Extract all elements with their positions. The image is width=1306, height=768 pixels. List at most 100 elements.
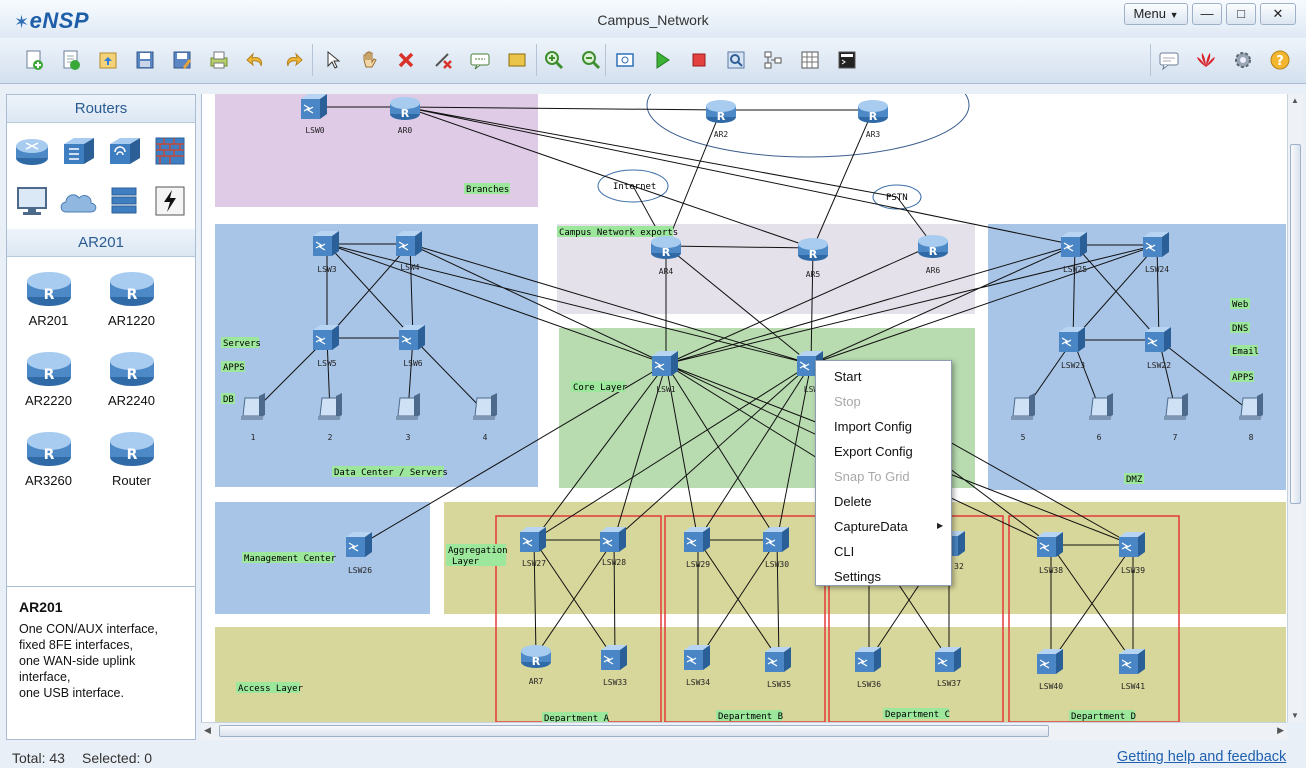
fit-view-button[interactable] — [611, 46, 639, 74]
node-lsw34[interactable]: LSW34 — [683, 644, 711, 687]
settings-button[interactable] — [1229, 46, 1257, 74]
print-button[interactable] — [205, 46, 233, 74]
node-pc5[interactable]: 5 — [1010, 392, 1036, 442]
node-lsw40[interactable]: LSW40 — [1036, 648, 1064, 691]
node-lsw5[interactable]: LSW5 — [312, 324, 340, 368]
node-lsw4[interactable]: LSW4 — [395, 230, 423, 272]
category-server[interactable] — [101, 179, 147, 223]
node-lsw24[interactable]: LSW24 — [1142, 231, 1170, 274]
topology-canvas[interactable]: R — [201, 94, 1287, 722]
redo-button[interactable] — [279, 46, 307, 74]
node-pc8[interactable]: 8 — [1238, 392, 1264, 442]
routers-section-header[interactable]: Routers — [7, 95, 195, 123]
node-lsw38[interactable]: LSW38 — [1036, 531, 1064, 575]
category-cloud[interactable] — [55, 179, 101, 223]
draw-rectangle-button[interactable] — [503, 46, 531, 74]
node-lsw22[interactable]: LSW22 — [1144, 326, 1172, 370]
node-lsw1[interactable]: LSW1 — [651, 350, 679, 394]
node-lsw0[interactable]: LSW0 — [300, 94, 328, 135]
node-ar0[interactable]: AR0 — [390, 97, 420, 135]
menu-item-cli[interactable]: CLI — [834, 544, 855, 559]
node-pc4[interactable]: 4 — [472, 392, 498, 442]
category-link[interactable] — [147, 179, 193, 223]
node-ar3[interactable]: AR3 — [858, 100, 888, 139]
category-router[interactable] — [9, 129, 55, 173]
start-all-button[interactable] — [648, 46, 676, 74]
horizontal-scrollbar[interactable]: ◀ ▶ — [201, 722, 1287, 740]
category-switch[interactable] — [55, 129, 101, 173]
node-lsw28[interactable]: LSW28 — [599, 526, 627, 567]
node-ar2[interactable]: AR2 — [706, 100, 736, 139]
scroll-left-icon[interactable]: ◀ — [204, 725, 211, 735]
menu-item-start[interactable]: Start — [834, 369, 862, 384]
category-pc[interactable] — [9, 179, 55, 223]
node-lsw30[interactable]: LSW30 — [762, 526, 790, 569]
node-pc1[interactable]: 1 — [240, 392, 266, 442]
capture-button[interactable] — [722, 46, 750, 74]
node-lsw29[interactable]: LSW29 — [683, 526, 711, 569]
huawei-button[interactable] — [1192, 46, 1220, 74]
node-pc6[interactable]: 6 — [1088, 392, 1114, 442]
category-firewall[interactable] — [147, 129, 193, 173]
stop-all-button[interactable] — [685, 46, 713, 74]
save-as-button[interactable] — [168, 46, 196, 74]
node-lsw6[interactable]: LSW6 — [398, 324, 426, 368]
open-button[interactable] — [94, 46, 122, 74]
minimize-button[interactable]: — — [1192, 3, 1222, 25]
vertical-scroll-thumb[interactable] — [1290, 144, 1301, 504]
menu-item-import-config[interactable]: Import Config — [834, 419, 913, 434]
zoom-out-button[interactable] — [577, 46, 605, 74]
menu-item-export-config[interactable]: Export Config — [834, 444, 913, 459]
new-topology-button[interactable] — [20, 46, 48, 74]
scroll-down-icon[interactable]: ▼ — [1291, 711, 1299, 720]
help-feedback-link[interactable]: Getting help and feedback — [1117, 749, 1287, 765]
menu-item-snap-to-grid[interactable]: Snap To Grid — [834, 469, 910, 484]
node-lsw27[interactable]: LSW27 — [519, 526, 547, 568]
node-ar4[interactable]: AR4 — [651, 236, 681, 276]
undo-button[interactable] — [242, 46, 270, 74]
node-lsw33[interactable]: LSW33 — [600, 644, 628, 687]
node-lsw3[interactable]: LSW3 — [312, 230, 340, 274]
node-lsw36[interactable]: LSW36 — [854, 646, 882, 689]
menu-item-capture-data[interactable]: CaptureData — [834, 519, 908, 534]
vertical-scrollbar[interactable]: ▲ ▼ — [1287, 94, 1303, 722]
text-annotation-button[interactable] — [466, 46, 494, 74]
help-button[interactable]: ? — [1266, 46, 1294, 74]
terminal-button[interactable] — [833, 46, 861, 74]
node-lsw41[interactable]: LSW41 — [1118, 648, 1146, 691]
node-lsw2[interactable]: LSW — [796, 350, 824, 394]
node-ar7[interactable]: AR7 — [521, 645, 551, 686]
pan-button[interactable] — [355, 46, 383, 74]
node-ar6[interactable]: AR6 — [918, 235, 948, 275]
grid-button[interactable] — [796, 46, 824, 74]
topology-button[interactable] — [759, 46, 787, 74]
zoom-in-button[interactable] — [540, 46, 568, 74]
chat-button[interactable] — [1155, 46, 1183, 74]
node-lsw26[interactable]: LSW26 — [345, 531, 373, 575]
menu-item-stop[interactable]: Stop — [834, 394, 861, 409]
node-pc7[interactable]: 7 — [1163, 392, 1189, 442]
node-lsw37[interactable]: LSW37 — [934, 646, 962, 688]
node-pc2[interactable]: 2 — [317, 392, 343, 442]
scroll-up-icon[interactable]: ▲ — [1291, 96, 1299, 105]
menu-item-delete[interactable]: Delete — [834, 494, 872, 509]
node-lsw25[interactable]: LSW25 — [1060, 231, 1088, 274]
node-pc3[interactable]: 3 — [395, 392, 421, 442]
node-lsw32[interactable]: 32 — [938, 530, 966, 571]
model-section-header[interactable]: AR201 — [7, 229, 195, 257]
new-template-button[interactable] — [57, 46, 85, 74]
maximize-button[interactable]: □ — [1226, 3, 1256, 25]
topology-drawing[interactable]: R — [202, 94, 1287, 722]
delete-tool-button[interactable] — [392, 46, 420, 74]
node-lsw39[interactable]: LSW39 — [1118, 531, 1146, 575]
select-button[interactable] — [318, 46, 346, 74]
node-lsw35[interactable]: LSW35 — [764, 646, 792, 689]
delete-link-button[interactable] — [429, 46, 457, 74]
menu-button[interactable]: Menu ▼ — [1124, 3, 1188, 25]
